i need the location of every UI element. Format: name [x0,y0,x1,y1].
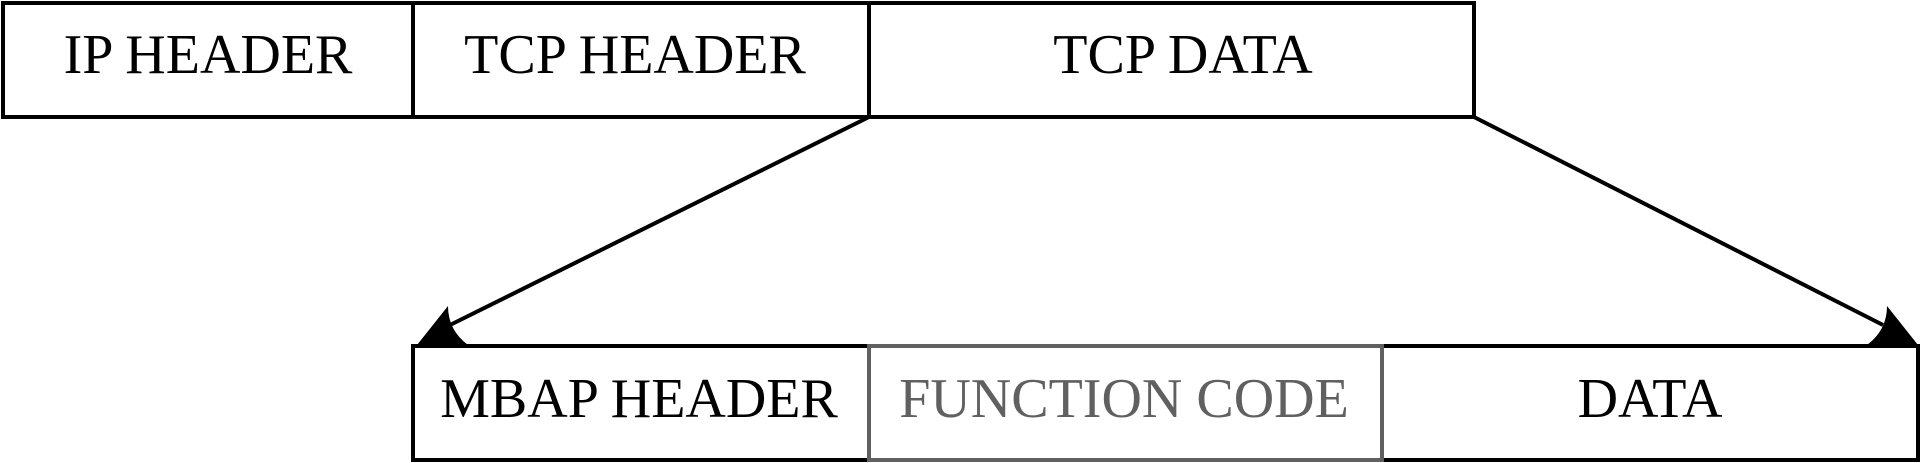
right-arrowhead-icon [1867,306,1918,345]
ip-packet-row: IP HEADER TCP HEADER TCP DATA [1,1,1476,119]
tcp-header-box [411,1,871,119]
expansion-arrows [417,115,1918,345]
data-box [1380,344,1920,462]
mbap-header-label: MBAP HEADER [440,368,838,430]
modbus-frame-row: MBAP HEADER FUNCTION CODE DATA [411,344,1920,462]
function-code-label: FUNCTION CODE [899,368,1349,430]
function-code-box [867,344,1384,462]
tcp-data-box [867,1,1476,119]
data-label: DATA [1578,368,1723,430]
left-arrowhead-icon [417,306,468,345]
left-expansion-line [449,115,870,327]
ip-header-box [1,1,415,119]
right-expansion-line [1473,115,1884,327]
tcp-header-label: TCP HEADER [464,24,806,86]
ip-header-label: IP HEADER [64,24,353,86]
tcp-data-label: TCP DATA [1053,24,1313,86]
